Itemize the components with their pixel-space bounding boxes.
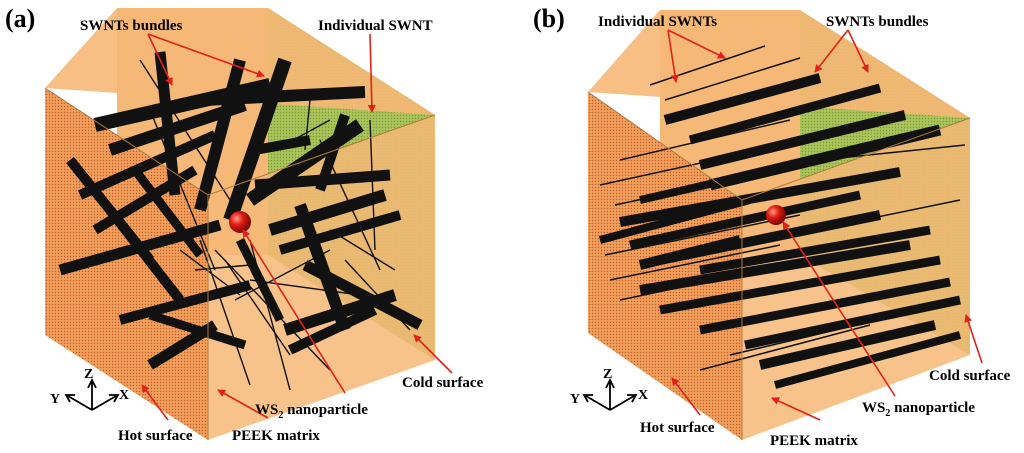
annotation-arrows-a — [141, 33, 453, 421]
cube-edges-b — [587, 91, 971, 440]
label-matrix-b: PEEK matrix — [770, 433, 858, 449]
panel-letter-b: (b) — [533, 4, 565, 33]
label-matrix-a: PEEK matrix — [232, 428, 320, 444]
annotation-arrows-b — [667, 29, 983, 421]
ws2-nanoparticle-b — [766, 205, 786, 225]
axis-x-b: X — [638, 388, 648, 403]
axis-z-b: Z — [603, 367, 612, 382]
panel-letter-a: (a) — [5, 4, 35, 33]
axis-y-a: Y — [50, 392, 60, 407]
axes-triad-a — [64, 377, 120, 411]
axis-x-a: X — [119, 388, 129, 403]
axes-triad-b — [582, 377, 638, 411]
swnt-bundles-a — [58, 51, 423, 370]
panel-b: (b) Individual SWNTs SWNTs bundles Cold … — [533, 4, 1011, 449]
label-nanoparticle-a: WS2 nanoparticle — [255, 402, 368, 421]
label-nanoparticle-b: WS2 nanoparticle — [862, 400, 975, 419]
label-cold-surface-a: Cold surface — [402, 375, 484, 391]
label-hot-surface-b: Hot surface — [640, 420, 715, 436]
label-individual-a: Individual SWNT — [318, 18, 433, 34]
label-bundles-b: SWNTs bundles — [826, 14, 929, 30]
label-cold-surface-b: Cold surface — [929, 368, 1011, 384]
label-hot-surface-a: Hot surface — [118, 428, 193, 444]
individual-swnts-a — [139, 59, 411, 391]
ws2-nanoparticle-a — [229, 211, 251, 233]
axis-y-b: Y — [570, 392, 580, 407]
axis-z-a: Z — [84, 367, 93, 382]
panel-a: (a) SWNTs bundles Individual SWNT Cold s… — [5, 4, 484, 444]
cube-edges-a — [44, 87, 436, 440]
individual-swnts-b — [599, 45, 966, 371]
label-individual-b: Individual SWNTs — [598, 14, 717, 30]
label-bundles-a: SWNTs bundles — [80, 18, 183, 34]
